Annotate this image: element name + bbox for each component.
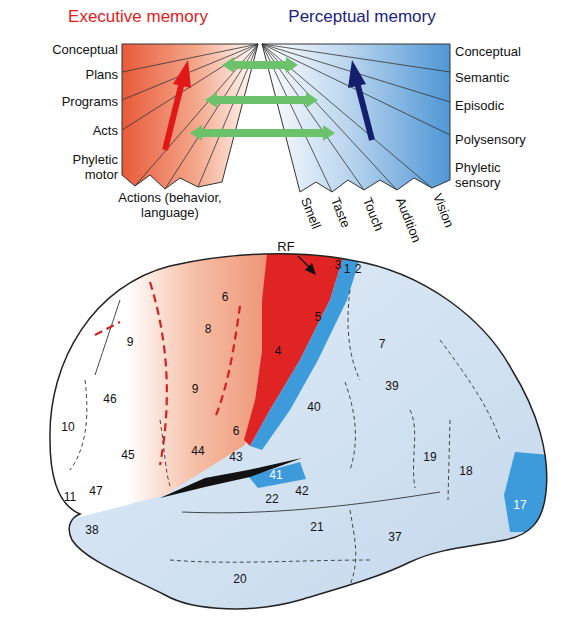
drawing-part [410, 410, 415, 488]
drawing-part [504, 452, 550, 532]
area-number: 17 [513, 499, 526, 513]
area-number: 19 [423, 451, 436, 465]
drawing-part [350, 510, 356, 585]
hierarchy-label: Taste [327, 195, 352, 229]
hierarchy-label: Plans [85, 68, 118, 83]
hierarchy-label: Programs [62, 95, 118, 110]
hierarchy-label: Episodic [455, 99, 504, 114]
drawing-part [95, 322, 120, 335]
hierarchy-label: Conceptual [455, 45, 521, 60]
hierarchy-label: Audition [392, 195, 423, 244]
drawing-part [173, 60, 191, 88]
area-number: 2 [355, 263, 362, 277]
area-number: 22 [265, 493, 278, 507]
drawing-part [448, 420, 450, 500]
hierarchy-label: Touch [359, 195, 386, 233]
hierarchy-label: Phyletic motor [46, 153, 118, 183]
area-number: 40 [307, 401, 320, 415]
drawing-part [150, 282, 167, 465]
area-number: 6 [233, 425, 240, 439]
hierarchy-arrows [165, 60, 372, 150]
area-number: 42 [295, 485, 308, 499]
drawing-part [182, 492, 440, 513]
drawing-part [357, 82, 372, 140]
drawing-part [215, 306, 240, 418]
area-number: 18 [459, 465, 472, 479]
hierarchy-label: Smell [297, 195, 323, 231]
brain-regions [30, 240, 560, 620]
drawing-part [262, 44, 450, 102]
drawing-part [222, 57, 298, 73]
area-number: 47 [89, 485, 102, 499]
hierarchy-label: Semantic [455, 71, 509, 86]
area-number: 5 [315, 311, 322, 325]
hierarchy-label: Actions (behavior, language) [106, 191, 234, 221]
hierarchy-label: Phyletic sensory [455, 161, 535, 191]
area-number: 21 [310, 521, 323, 535]
rf-pointer [298, 256, 316, 275]
hierarchy-label: Conceptual [52, 43, 118, 58]
drawing-part [170, 560, 370, 562]
area-number: 10 [61, 421, 74, 435]
memory-heading: Perceptual memory [288, 7, 435, 27]
drawing-part [348, 290, 360, 380]
red-dashed-lines [95, 282, 240, 465]
area-number: 11 [64, 491, 76, 505]
green-double-arrows [190, 57, 335, 141]
drawing-part [165, 82, 182, 150]
area-number: 43 [229, 451, 242, 465]
area-number: 45 [121, 449, 134, 463]
area-number: 41 [269, 469, 282, 483]
drawing-part [298, 256, 310, 268]
area-number: 4 [275, 345, 282, 359]
drawing-part [205, 92, 318, 108]
area-number: 46 [103, 393, 116, 407]
drawing-part [30, 240, 272, 530]
area-number: 37 [388, 531, 401, 545]
drawing-part [348, 60, 366, 88]
brain-outline [50, 254, 547, 609]
area-label: RF [277, 240, 294, 255]
area-number: 44 [191, 445, 204, 459]
area-number: 20 [233, 573, 246, 587]
drawing-part [190, 125, 335, 141]
drawing-part [122, 44, 258, 130]
drawing-part [244, 245, 347, 446]
area-number: 3 [335, 259, 342, 273]
drawing-part [250, 245, 364, 450]
area-number: 7 [379, 338, 386, 352]
area-number: 38 [85, 524, 98, 538]
hierarchy-label: Acts [93, 124, 118, 139]
memory-heading: Executive memory [68, 7, 208, 27]
area-number: 6 [222, 291, 229, 305]
hierarchy-label: Vision [429, 191, 456, 229]
area-number: 39 [385, 380, 398, 394]
area-borders [70, 290, 500, 585]
area-number: 9 [127, 336, 134, 350]
area-number: 9 [192, 383, 199, 397]
area-number: 8 [205, 323, 212, 337]
drawing-part [305, 263, 316, 275]
drawing-part [440, 340, 500, 440]
area-number: 1 [344, 263, 351, 277]
hierarchy-label: Polysensory [455, 133, 526, 148]
drawing-part [345, 382, 355, 470]
drawing-part [95, 300, 120, 375]
